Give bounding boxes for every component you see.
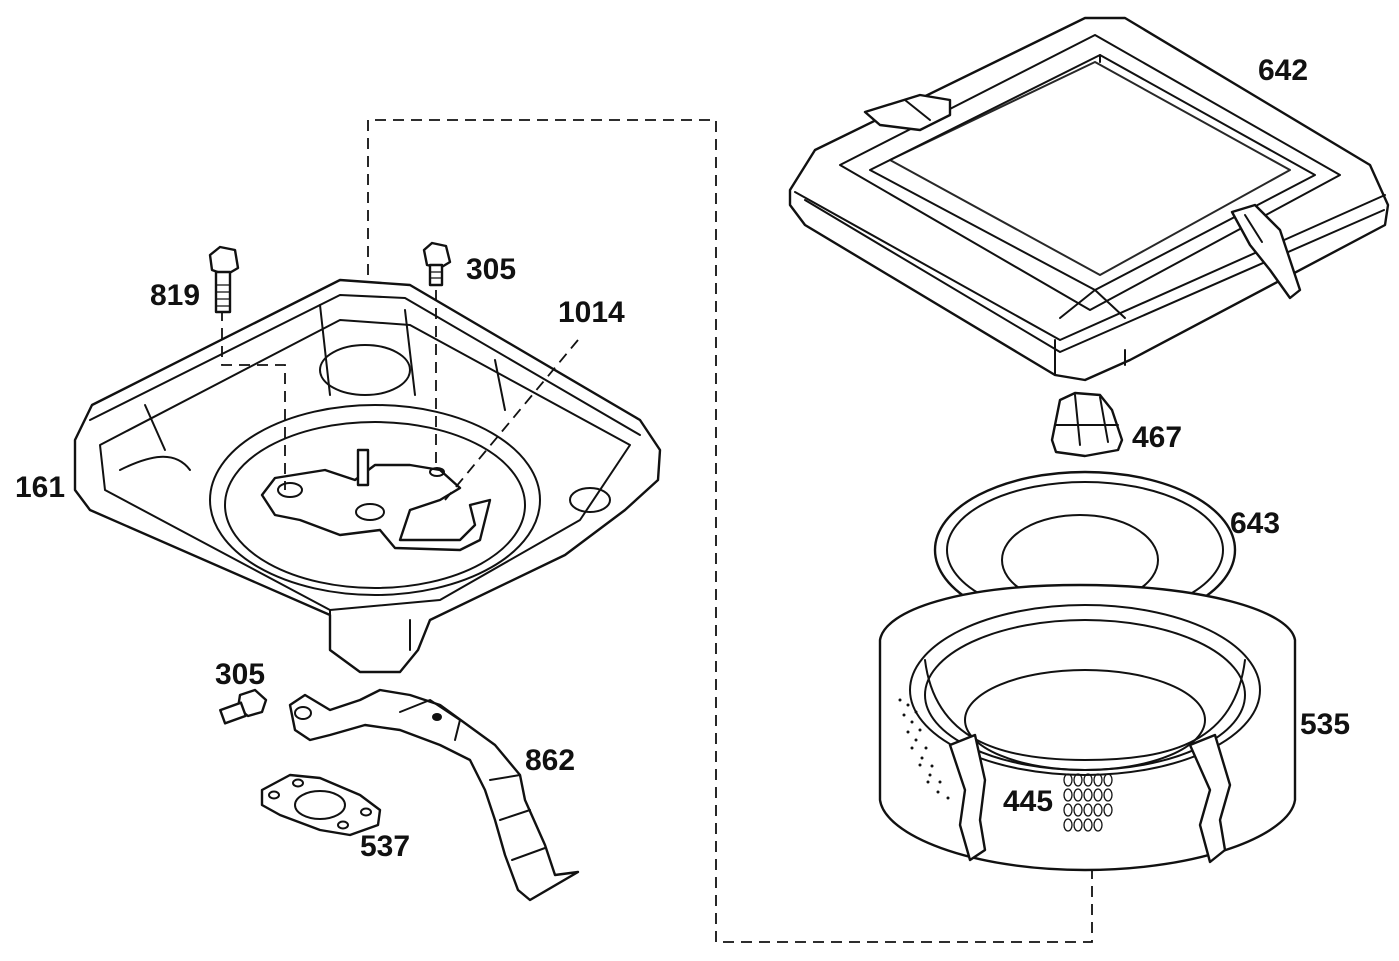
part-label-535: 535: [1300, 708, 1350, 741]
part-label-1014: 1014: [558, 296, 625, 329]
knob-467: [1050, 391, 1124, 458]
part-label-161: 161: [15, 471, 65, 504]
filter-element-535: [878, 583, 1297, 872]
bolt-305-top: [422, 241, 452, 287]
bolt-305-bottom: [219, 688, 268, 725]
assembly-dashed-line: [367, 119, 1093, 943]
part-label-445: 445: [1003, 785, 1053, 818]
part-label-862: 862: [525, 744, 575, 777]
bolt-819: [208, 245, 240, 314]
part-label-305-bottom: 305: [215, 658, 265, 691]
part-label-467: 467: [1132, 421, 1182, 454]
cover-642: [788, 16, 1390, 382]
leader-lines: [221, 290, 579, 501]
part-label-819: 819: [150, 279, 200, 312]
part-label-305-top: 305: [466, 253, 516, 286]
base-161: [73, 278, 662, 674]
bracket-862: [288, 688, 580, 902]
part-label-537: 537: [360, 830, 410, 863]
part-label-642: 642: [1258, 54, 1308, 87]
gasket-537: [260, 773, 382, 837]
part-label-643: 643: [1230, 507, 1280, 540]
